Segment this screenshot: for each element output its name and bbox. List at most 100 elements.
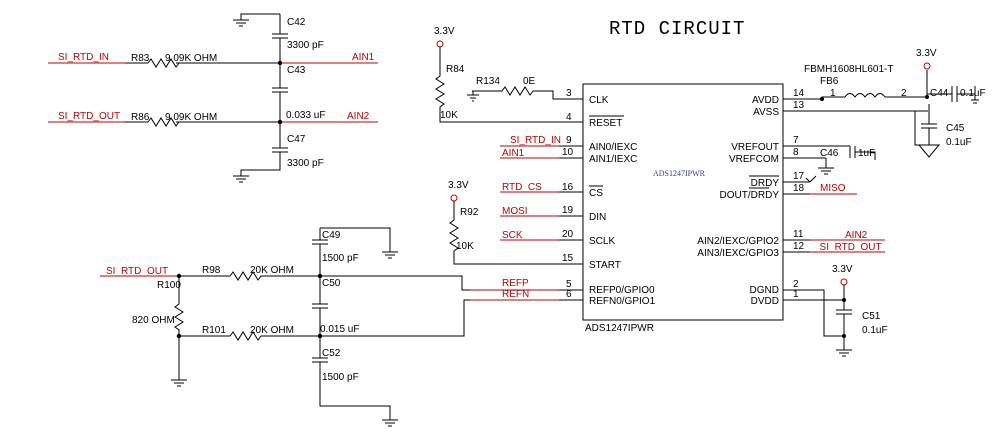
net-ain2-right: AIN2: [845, 230, 868, 241]
r86-value: 9.09K OHM: [165, 112, 217, 123]
net-ain1-chip: AIN1: [502, 148, 525, 159]
r100-ref: R100: [157, 280, 181, 291]
ground-icon: [467, 90, 482, 102]
pin-name-sclk: SCLK: [589, 236, 615, 247]
r84-ref: R84: [446, 64, 465, 75]
pin-name-ain2: AIN2/IEXC/GPIO2: [697, 236, 779, 247]
net-si-rtd-out-ref: SI_RTD_OUT: [106, 266, 168, 277]
c42-value: 3300 pF: [287, 40, 324, 51]
pin-num-10: 10: [562, 147, 574, 158]
net-si-rtd-out-right: _SI_RTD_OUT: [813, 242, 882, 253]
c42-ref: C42: [287, 17, 306, 28]
c51-value: 0.1uF: [862, 325, 888, 336]
pin-num-5: 5: [566, 279, 572, 290]
pin-name-dout: DOUT/DRDY: [720, 190, 780, 201]
vref-cap: C46 1uF: [810, 145, 876, 175]
c45-ref: C45: [946, 123, 965, 134]
chip-body: [582, 83, 784, 321]
c50-value: 0.015 uF: [320, 324, 359, 335]
pin-num-9: 9: [566, 135, 572, 146]
fb6-pin2: 2: [901, 88, 907, 99]
r98-ref: R98: [202, 265, 221, 276]
pin-name-vrefout: VREFOUT: [731, 142, 779, 153]
ads1247-chip: ADS1247IPWR ADS1247IPWR 3 4 9 10 16 19 2…: [559, 83, 810, 334]
pin-name-ain3: AIN3/IEXC/GPIO3: [697, 248, 779, 259]
c45-value: 0.1uF: [946, 137, 972, 148]
pin-name-avss: AVSS: [753, 107, 779, 118]
ground-icon: [917, 144, 941, 158]
power-3v3-r92: 3.3V: [448, 180, 469, 191]
net-ain1-left: AIN1: [352, 52, 375, 63]
fb6-inductor: [844, 93, 886, 98]
pin-num-3: 3: [566, 88, 572, 99]
pin-num-16: 16: [562, 182, 574, 193]
pin-num-14: 14: [793, 88, 805, 99]
pin-num-6: 6: [566, 289, 572, 300]
pin-name-cs: CS: [589, 188, 603, 199]
pin-num-19: 19: [562, 205, 574, 216]
pin-name-avdd: AVDD: [752, 95, 779, 106]
pin-name-ain1: AIN1/IEXC: [589, 154, 637, 165]
r134-ref: R134: [476, 76, 500, 87]
c51-ref: C51: [862, 311, 881, 322]
pin-num-1: 1: [793, 289, 799, 300]
net-si-rtd-in-chip: SI_RTD_IN: [510, 135, 561, 146]
reference-network: SI_RTD_OUT R98 20K OHM REFP R100 820 OHM…: [100, 227, 559, 427]
r101-ref: R101: [202, 325, 226, 336]
c46-value: 1uF: [858, 148, 875, 159]
c43-value: 0.033 uF: [286, 110, 325, 121]
pin-num-13: 13: [793, 100, 805, 111]
pin-name-dvdd: DVDD: [751, 296, 779, 307]
c49-ref: C49: [322, 230, 341, 241]
r134-value: 0E: [523, 76, 536, 87]
chip-body-label: ADS1247IPWR: [653, 169, 706, 178]
c49-value: 1500 pF: [322, 253, 359, 264]
net-ain2-left: AIN2: [347, 111, 370, 122]
r92-value: 10K: [456, 241, 474, 252]
c44-value: 0.1uF: [960, 88, 986, 99]
pin-name-dgnd: DGND: [750, 285, 779, 296]
net-miso: MISO: [820, 183, 846, 194]
pin-name-reset: RESET: [589, 118, 622, 129]
pin-num-7: 7: [793, 135, 799, 146]
start-pullup: 3.3V R92 10K: [448, 180, 559, 265]
fb6-pin1: 1: [830, 88, 836, 99]
pin-num-20: 20: [562, 229, 574, 240]
net-si-rtd-out-left: SI_RTD_OUT: [58, 111, 120, 122]
c52-ref: C52: [322, 348, 341, 359]
power-3v3-icon: [840, 278, 848, 286]
dvdd-supply: 3.3V C51 0.1uF: [810, 264, 888, 357]
pin-num-8: 8: [793, 147, 799, 158]
r83-resistor: [147, 58, 180, 68]
pin-num-17: 17: [793, 171, 805, 182]
power-3v3-icon: [436, 40, 444, 48]
clk-reset-network: 3.3V R84 10K R134 0E: [434, 26, 559, 123]
ground-icon: [233, 175, 249, 183]
power-3v3-avdd: 3.3V: [916, 48, 937, 59]
pin-name-ain0: AIN0/IEXC: [589, 142, 637, 153]
r98-value: 20K OHM: [250, 265, 294, 276]
r92-ref: R92: [460, 207, 479, 218]
net-refn: REFN: [502, 289, 529, 300]
fb6-ref: FB6: [820, 76, 839, 87]
power-3v3-icon: [450, 194, 458, 202]
pin-num-15: 15: [562, 253, 574, 264]
net-rtd-cs: RTD_CS: [502, 182, 542, 193]
c43-ref: C43: [287, 65, 306, 76]
pin-num-11: 11: [793, 229, 804, 240]
power-3v3-r84: 3.3V: [434, 26, 455, 37]
pin-name-start: START: [589, 260, 621, 271]
pin-name-refn0: REFN0/GPIO1: [589, 296, 656, 307]
pin-num-18: 18: [793, 183, 805, 194]
pin-name-drdy: DRDY: [751, 178, 780, 189]
c46-ref: C46: [820, 148, 839, 159]
avdd-supply: FBMH1608HL601-T FB6 1 2 3.3V C44 0.1uF C…: [804, 48, 986, 158]
ground-icon: [818, 158, 834, 175]
chip-ref: ADS1247IPWR: [585, 323, 654, 334]
power-3v3-dvdd: 3.3V: [832, 264, 853, 275]
ground-icon: [836, 349, 852, 357]
net-refp: REFP: [502, 278, 529, 289]
c47-value: 3300 pF: [287, 158, 324, 169]
r83-ref: R83: [131, 53, 150, 64]
net-si-rtd-in: SI_RTD_IN: [58, 52, 109, 63]
